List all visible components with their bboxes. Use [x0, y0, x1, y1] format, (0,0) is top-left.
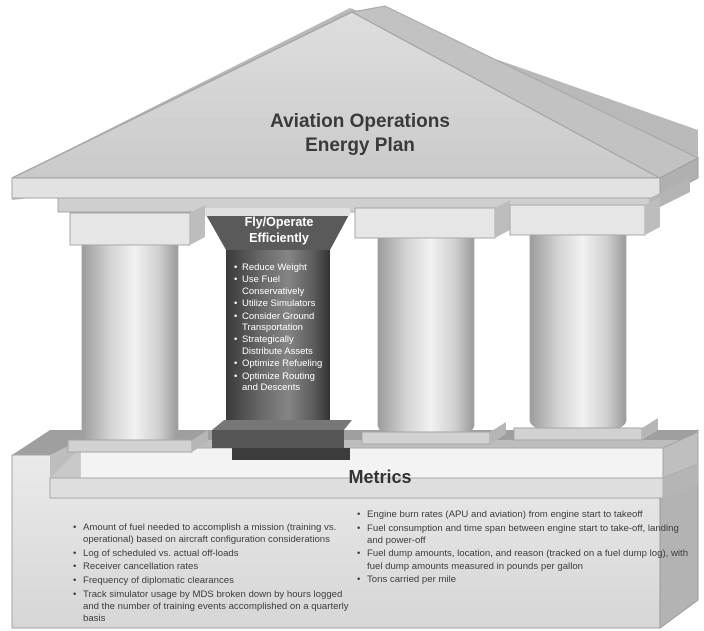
- metric-item: Frequency of diplomatic clearances: [72, 575, 354, 588]
- pillar-3: [354, 200, 510, 445]
- pillar-bullet: Reduce Weight: [234, 262, 330, 274]
- pillar-bullet-list: Reduce Weight Use Fuel Conservatively Ut…: [234, 262, 330, 394]
- metric-item: Track simulator usage by MDS broken down…: [72, 589, 354, 626]
- metric-item: Receiver cancellation rates: [72, 561, 354, 574]
- metric-item: Engine burn rates (APU and aviation) fro…: [356, 509, 694, 522]
- pillar-1: [67, 205, 208, 453]
- pillar-heading: Fly/Operate Efficiently: [224, 214, 334, 246]
- metrics-left-list: Amount of fuel needed to accomplish a mi…: [72, 522, 354, 627]
- pillar-4: [509, 197, 660, 441]
- plan-title: Aviation Operations Energy Plan: [230, 110, 490, 158]
- pillar-bullet: Optimize Routing and Descents: [234, 371, 330, 394]
- metric-item: Fuel consumption and time span between e…: [356, 523, 694, 548]
- metric-item: Fuel dump amounts, location, and reason …: [356, 548, 694, 573]
- metrics-title: Metrics: [348, 467, 412, 487]
- pillar-bullet: Utilize Simulators: [234, 298, 330, 310]
- plan-title-line1: Aviation Operations: [270, 111, 450, 132]
- metric-item: Amount of fuel needed to accomplish a mi…: [72, 522, 354, 547]
- metric-item: Tons carried per mile: [356, 574, 694, 587]
- pillar-bullet: Use Fuel Conservatively: [234, 274, 330, 297]
- pillar-heading-line1: Fly/Operate: [244, 215, 314, 229]
- roof: [11, 5, 700, 213]
- pillar-heading-line2: Efficiently: [249, 231, 309, 245]
- pillar-bullet: Strategically Distribute Assets: [234, 334, 330, 357]
- metric-item: Log of scheduled vs. actual off-loads: [72, 548, 354, 561]
- metrics-right-list: Engine burn rates (APU and aviation) fro…: [356, 509, 694, 588]
- pillar-bullet: Optimize Refueling: [234, 358, 330, 370]
- pillar-bullet: Consider Ground Transportation: [234, 311, 330, 334]
- plan-title-line2: Energy Plan: [305, 135, 415, 156]
